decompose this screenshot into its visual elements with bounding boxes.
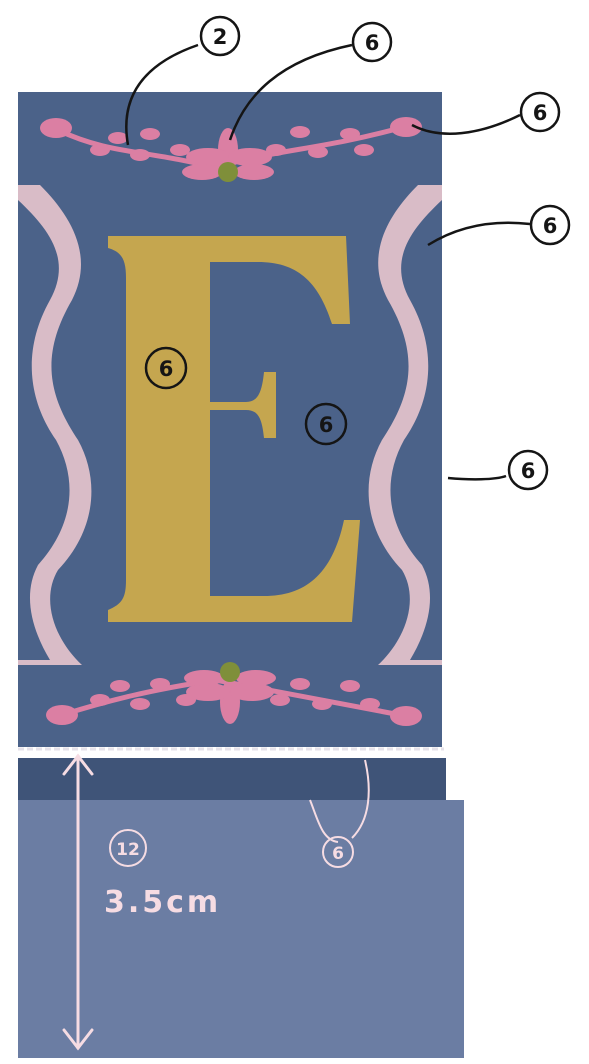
- callout-label: 6: [533, 101, 548, 125]
- dimension-label: 3.5cm: [104, 885, 221, 920]
- callout-border-right: 6: [531, 206, 569, 244]
- callout-label: 6: [521, 459, 536, 483]
- callout-border-right-lower: 6: [509, 451, 547, 489]
- callout-top-left: 2: [201, 17, 239, 55]
- panel-background: [18, 92, 442, 747]
- callout-label: 6: [332, 844, 344, 864]
- callout-label: 6: [319, 413, 334, 437]
- callout-label: 2: [213, 25, 228, 49]
- panel-stripe: [18, 758, 446, 800]
- lower-band: [18, 800, 464, 1058]
- callout-label: 12: [116, 840, 140, 860]
- callout-label: 6: [365, 31, 380, 55]
- callout-top-center: 6: [353, 23, 391, 61]
- callout-label: 6: [543, 214, 558, 238]
- callout-top-right: 6: [521, 93, 559, 131]
- callout-label: 6: [159, 357, 174, 381]
